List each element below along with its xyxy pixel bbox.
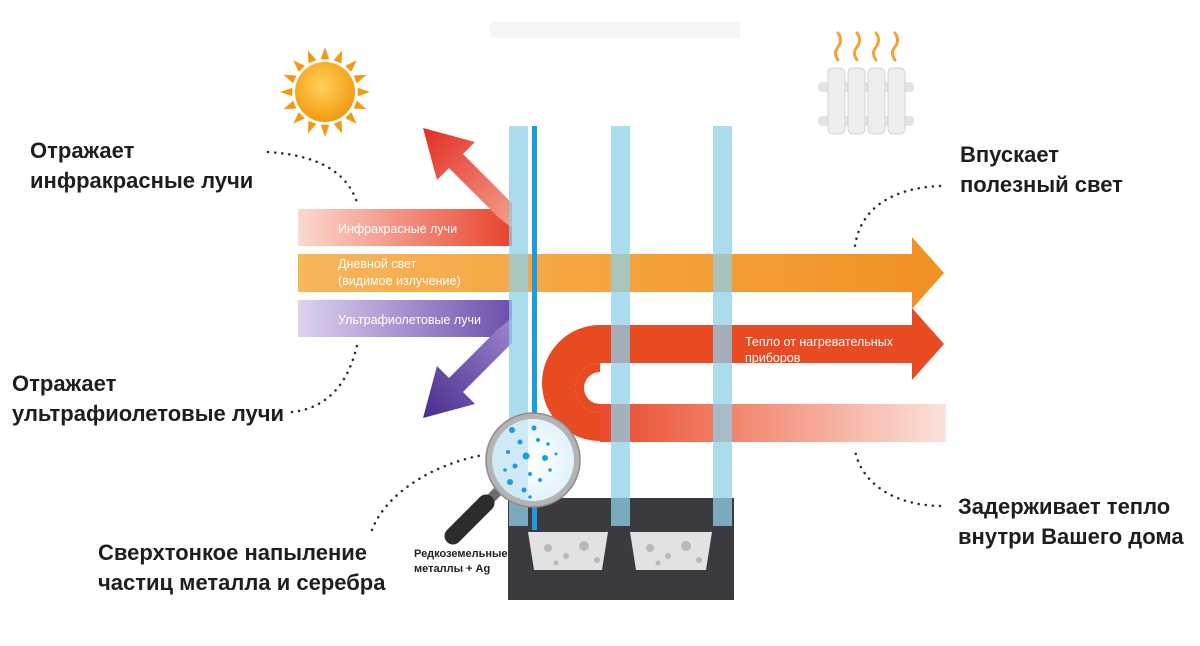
sun-icon: [280, 47, 370, 137]
sun-ray: [353, 74, 367, 84]
sun-ray: [320, 47, 330, 60]
callout-line: частиц металла и серебра: [98, 570, 386, 595]
callout-line: Задерживает тепло: [958, 494, 1171, 519]
heat-arrow: [542, 308, 945, 441]
infrared-band-label: Инфракрасные лучи: [338, 222, 457, 236]
coating-particle: [517, 439, 523, 445]
callout-retains-heat: Задерживает тепло внутри Вашего дома: [958, 492, 1184, 552]
glass-pane-inner: [713, 126, 732, 526]
daylight-band-sublabel: (видимое излучение): [338, 274, 461, 288]
sun-ray: [307, 120, 317, 134]
coating-particle: [507, 479, 513, 485]
coating-particle: [554, 452, 558, 456]
ultraviolet-band: [298, 300, 512, 337]
coating-particle: [546, 442, 550, 446]
coating-particle: [542, 455, 548, 461]
coating-particle: [521, 487, 527, 493]
sun-ray: [307, 50, 317, 64]
infrared-band: [298, 209, 512, 246]
callout-line: Впускает: [960, 142, 1060, 167]
sun-ray: [353, 100, 367, 110]
sun-ray: [283, 74, 297, 84]
radiator-icon: [818, 31, 914, 135]
leader-infrared: [266, 150, 360, 207]
leader-heat: [853, 448, 942, 508]
callout-admits-light: Впускает полезный свет: [960, 140, 1123, 200]
sun-ray: [280, 87, 293, 97]
coating-particle: [522, 452, 530, 460]
glass-pane-middle: [611, 126, 630, 526]
lowe-coating: [532, 126, 537, 530]
sun-ray: [345, 112, 357, 124]
sun-ray: [293, 112, 305, 124]
coating-particle: [538, 478, 542, 482]
leader-ultraviolet: [290, 339, 360, 414]
sun-ray: [333, 120, 343, 134]
sun-ray: [293, 60, 305, 72]
callout-coating: Сверхтонкое напыление частиц металла и с…: [98, 538, 385, 598]
reflected-infrared-arrow: [423, 128, 512, 228]
coating-particle: [512, 463, 518, 469]
coating-particle: [548, 468, 552, 472]
sun-ray: [320, 124, 330, 137]
heat-band-label: Тепло от нагревательных: [745, 335, 894, 349]
callout-line: Сверхтонкое напыление: [98, 540, 368, 565]
sun-ray: [345, 60, 357, 72]
coating-particle: [509, 427, 515, 433]
callout-reflects-infrared: Отражает инфракрасные лучи: [30, 136, 253, 196]
callout-line: ультрафиолетовые лучи: [12, 401, 285, 426]
heat-escape-band: [600, 404, 946, 442]
callout-line: инфракрасные лучи: [30, 168, 254, 193]
leader-coating: [370, 453, 485, 532]
callout-line: Отражает: [30, 138, 135, 163]
sun-ray: [283, 100, 297, 110]
coating-particle: [506, 450, 510, 454]
spacer-left: [528, 532, 608, 570]
ultraviolet-band-label: Ультрафиолетовые лучи: [338, 313, 481, 327]
background-shade: [490, 22, 740, 38]
coating-sublabel: металлы + Ag: [414, 563, 490, 575]
sun-ray: [333, 50, 343, 64]
sun-ray: [357, 87, 370, 97]
coating-particle: [503, 468, 507, 472]
reflected-ultraviolet-arrow: [423, 318, 512, 418]
callout-reflects-ultraviolet: Отражает ультрафиолетовые лучи: [12, 369, 284, 429]
daylight-band-label: Дневной свет: [338, 257, 417, 271]
coating-particle: [531, 425, 537, 431]
coating-label: Редкоземельные: [414, 548, 508, 560]
magnifier-icon: [444, 412, 581, 545]
callout-line: Отражает: [12, 371, 117, 396]
coating-particle: [528, 472, 532, 476]
spacer-right: [630, 532, 712, 570]
callout-line: полезный свет: [960, 172, 1123, 197]
leader-daylight: [853, 184, 942, 248]
coating-particle: [536, 438, 540, 442]
coating-particle: [528, 495, 532, 499]
heat-band-sublabel: приборов: [745, 351, 801, 365]
callout-line: внутри Вашего дома: [958, 524, 1184, 549]
